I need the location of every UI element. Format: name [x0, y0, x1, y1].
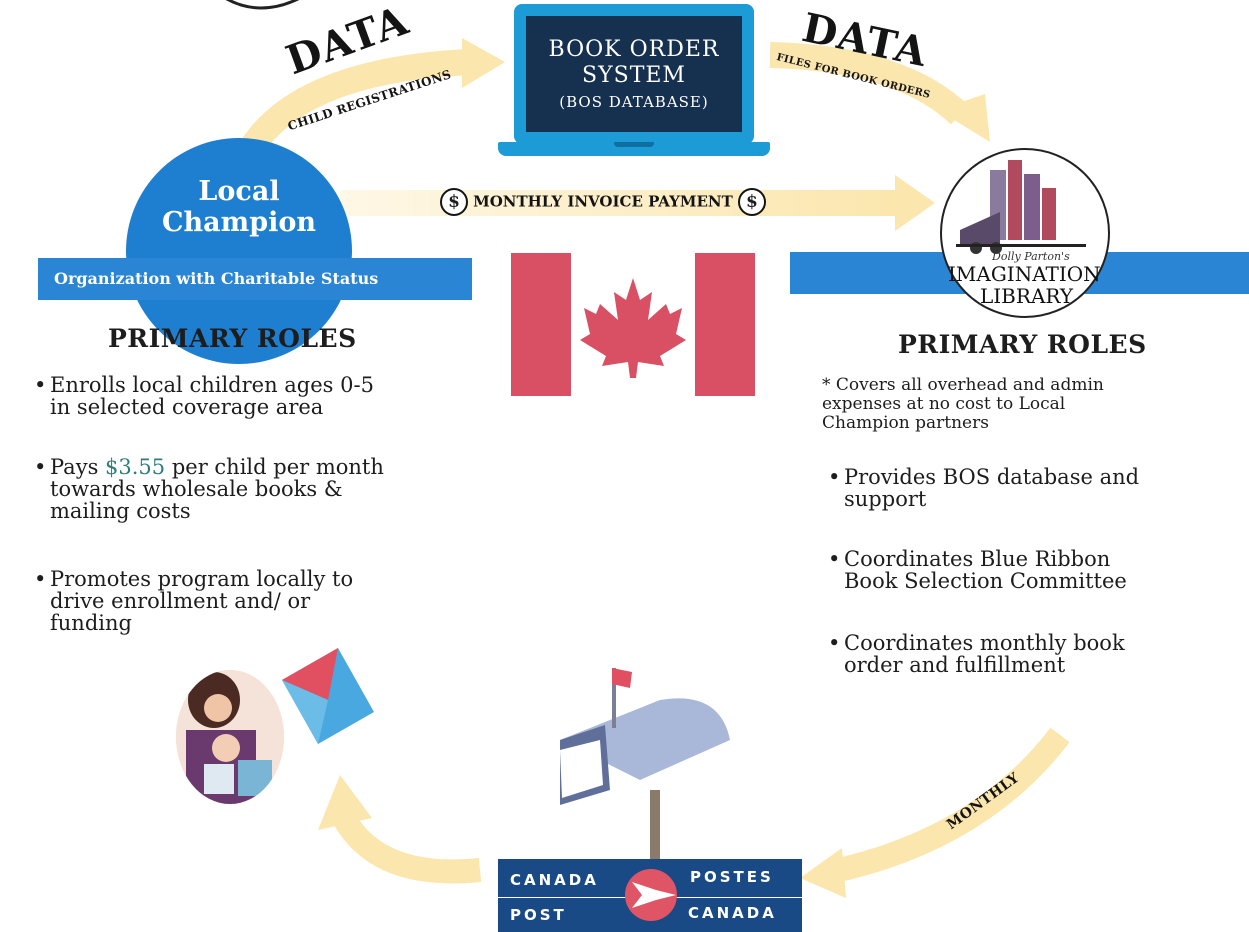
bos-laptop: BOOK ORDER SYSTEM (BOS DATABASE)	[514, 4, 754, 144]
maple-stem	[631, 360, 635, 378]
library-building-overlay	[956, 160, 1086, 254]
left-role-2-line2: towards wholesale books &	[50, 477, 343, 501]
envelope-icon	[282, 648, 374, 744]
right-role-1-line1: Provides BOS database and	[844, 465, 1140, 489]
maple-leaf-icon	[580, 278, 686, 378]
dollar-icon: $	[440, 188, 468, 216]
bos-title-line2: SYSTEM	[582, 63, 686, 88]
right-role-2-line2: Book Selection Committee	[844, 569, 1127, 593]
left-role-3-line2: drive enrollment and/ or	[50, 589, 311, 613]
logo-library: LIBRARY	[980, 284, 1074, 308]
note-line2: expenses at no cost to Local	[822, 394, 1066, 414]
canada-post-canada-fr: CANADA	[688, 904, 777, 922]
local-champion-dome	[126, 138, 352, 364]
corner-circle	[225, 0, 300, 10]
local-champion-title-line1: Local	[198, 176, 280, 207]
left-role-2-amount: $3.55	[105, 455, 166, 479]
registration-arrowhead	[462, 38, 505, 88]
reading-family-icon	[176, 670, 284, 804]
left-role-2-pays: Pays	[50, 455, 106, 479]
dollar-icon: $	[737, 188, 766, 216]
bullet: •	[828, 631, 841, 655]
left-role-3-line3: funding	[50, 611, 132, 635]
bullet: •	[34, 455, 47, 479]
left-role-3-line1: Promotes program locally to	[50, 567, 354, 591]
canada-post-logo-icon	[625, 869, 677, 921]
canada-post-post: POST	[510, 906, 567, 924]
monthly-arrow	[827, 727, 1070, 884]
left-role-2-line1: Pays $3.55 per child per month	[50, 456, 470, 478]
invoice-text: MONTHLY INVOICE PAYMENT	[473, 192, 733, 211]
right-role-2-line1: Coordinates Blue Ribbon	[844, 547, 1111, 571]
canada-post-postes: POSTES	[690, 868, 774, 886]
right-primary-roles-heading: PRIMARY ROLES	[898, 330, 1147, 359]
canada-post-canada: CANADA	[510, 871, 599, 889]
book-orders-arrowhead	[938, 94, 990, 142]
left-role-1-line1: Enrolls local children ages 0-5	[50, 373, 374, 397]
laptop-base	[498, 142, 770, 156]
delivery-arrowhead	[318, 775, 372, 830]
invoice-label: $ MONTHLY INVOICE PAYMENT $	[440, 188, 766, 216]
right-role-3-line1: Coordinates monthly book	[844, 631, 1125, 655]
monthly-arrowhead	[800, 848, 846, 898]
left-role-2-rest: per child per month	[165, 455, 384, 479]
family-photo	[176, 670, 284, 804]
note-line1: * Covers all overhead and admin	[822, 375, 1104, 395]
delivery-arrow	[334, 813, 482, 884]
flag-bar-left	[511, 253, 571, 396]
list-item: • Promotes program locally to drive enro…	[34, 568, 470, 634]
bos-screen: BOOK ORDER SYSTEM (BOS DATABASE)	[526, 16, 742, 132]
right-role-3-line2: order and fulfillment	[844, 653, 1066, 677]
left-role-2-line3: mailing costs	[50, 499, 191, 523]
logo-imagination: IMAGINATION	[948, 262, 1101, 286]
invoice-arrow	[340, 190, 900, 216]
right-role-1-line2: support	[844, 487, 927, 511]
bos-title-line1: BOOK ORDER	[548, 37, 720, 62]
registration-arrow	[238, 49, 471, 158]
local-champion-title: Local Champion	[126, 176, 352, 238]
flag-bar-right	[695, 253, 755, 396]
list-item: • Coordinates monthly book order and ful…	[828, 632, 1244, 676]
right-roles-note: * Covers all overhead and admin expenses…	[822, 376, 1222, 433]
local-champion-title-line2: Champion	[162, 207, 316, 238]
charitable-status-band: Organization with Charitable Status	[38, 258, 472, 300]
laptop-notch	[614, 142, 654, 147]
list-item: • Coordinates Blue Ribbon Book Selection…	[828, 548, 1244, 592]
book-orders-arrow	[769, 42, 969, 125]
charitable-status-label: Organization with Charitable Status	[54, 269, 379, 288]
bullet: •	[828, 547, 841, 571]
left-primary-roles-heading: PRIMARY ROLES	[108, 324, 357, 353]
list-item: • Provides BOS database and support	[828, 466, 1244, 510]
bos-subtitle: (BOS DATABASE)	[559, 93, 709, 111]
bullet: •	[34, 567, 47, 591]
bullet: •	[828, 465, 841, 489]
mailbox-icon	[560, 668, 730, 860]
list-item: • Enrolls local children ages 0-5 in sel…	[34, 374, 470, 418]
left-role-1-line2: in selected coverage area	[50, 395, 324, 419]
bullet: •	[34, 373, 47, 397]
logo-dolly-partons: Dolly Parton's	[992, 250, 1070, 263]
list-item: • Pays $3.55 per child per month towards…	[34, 456, 470, 522]
note-line3: Champion partners	[822, 413, 989, 433]
invoice-arrowhead	[895, 175, 935, 231]
